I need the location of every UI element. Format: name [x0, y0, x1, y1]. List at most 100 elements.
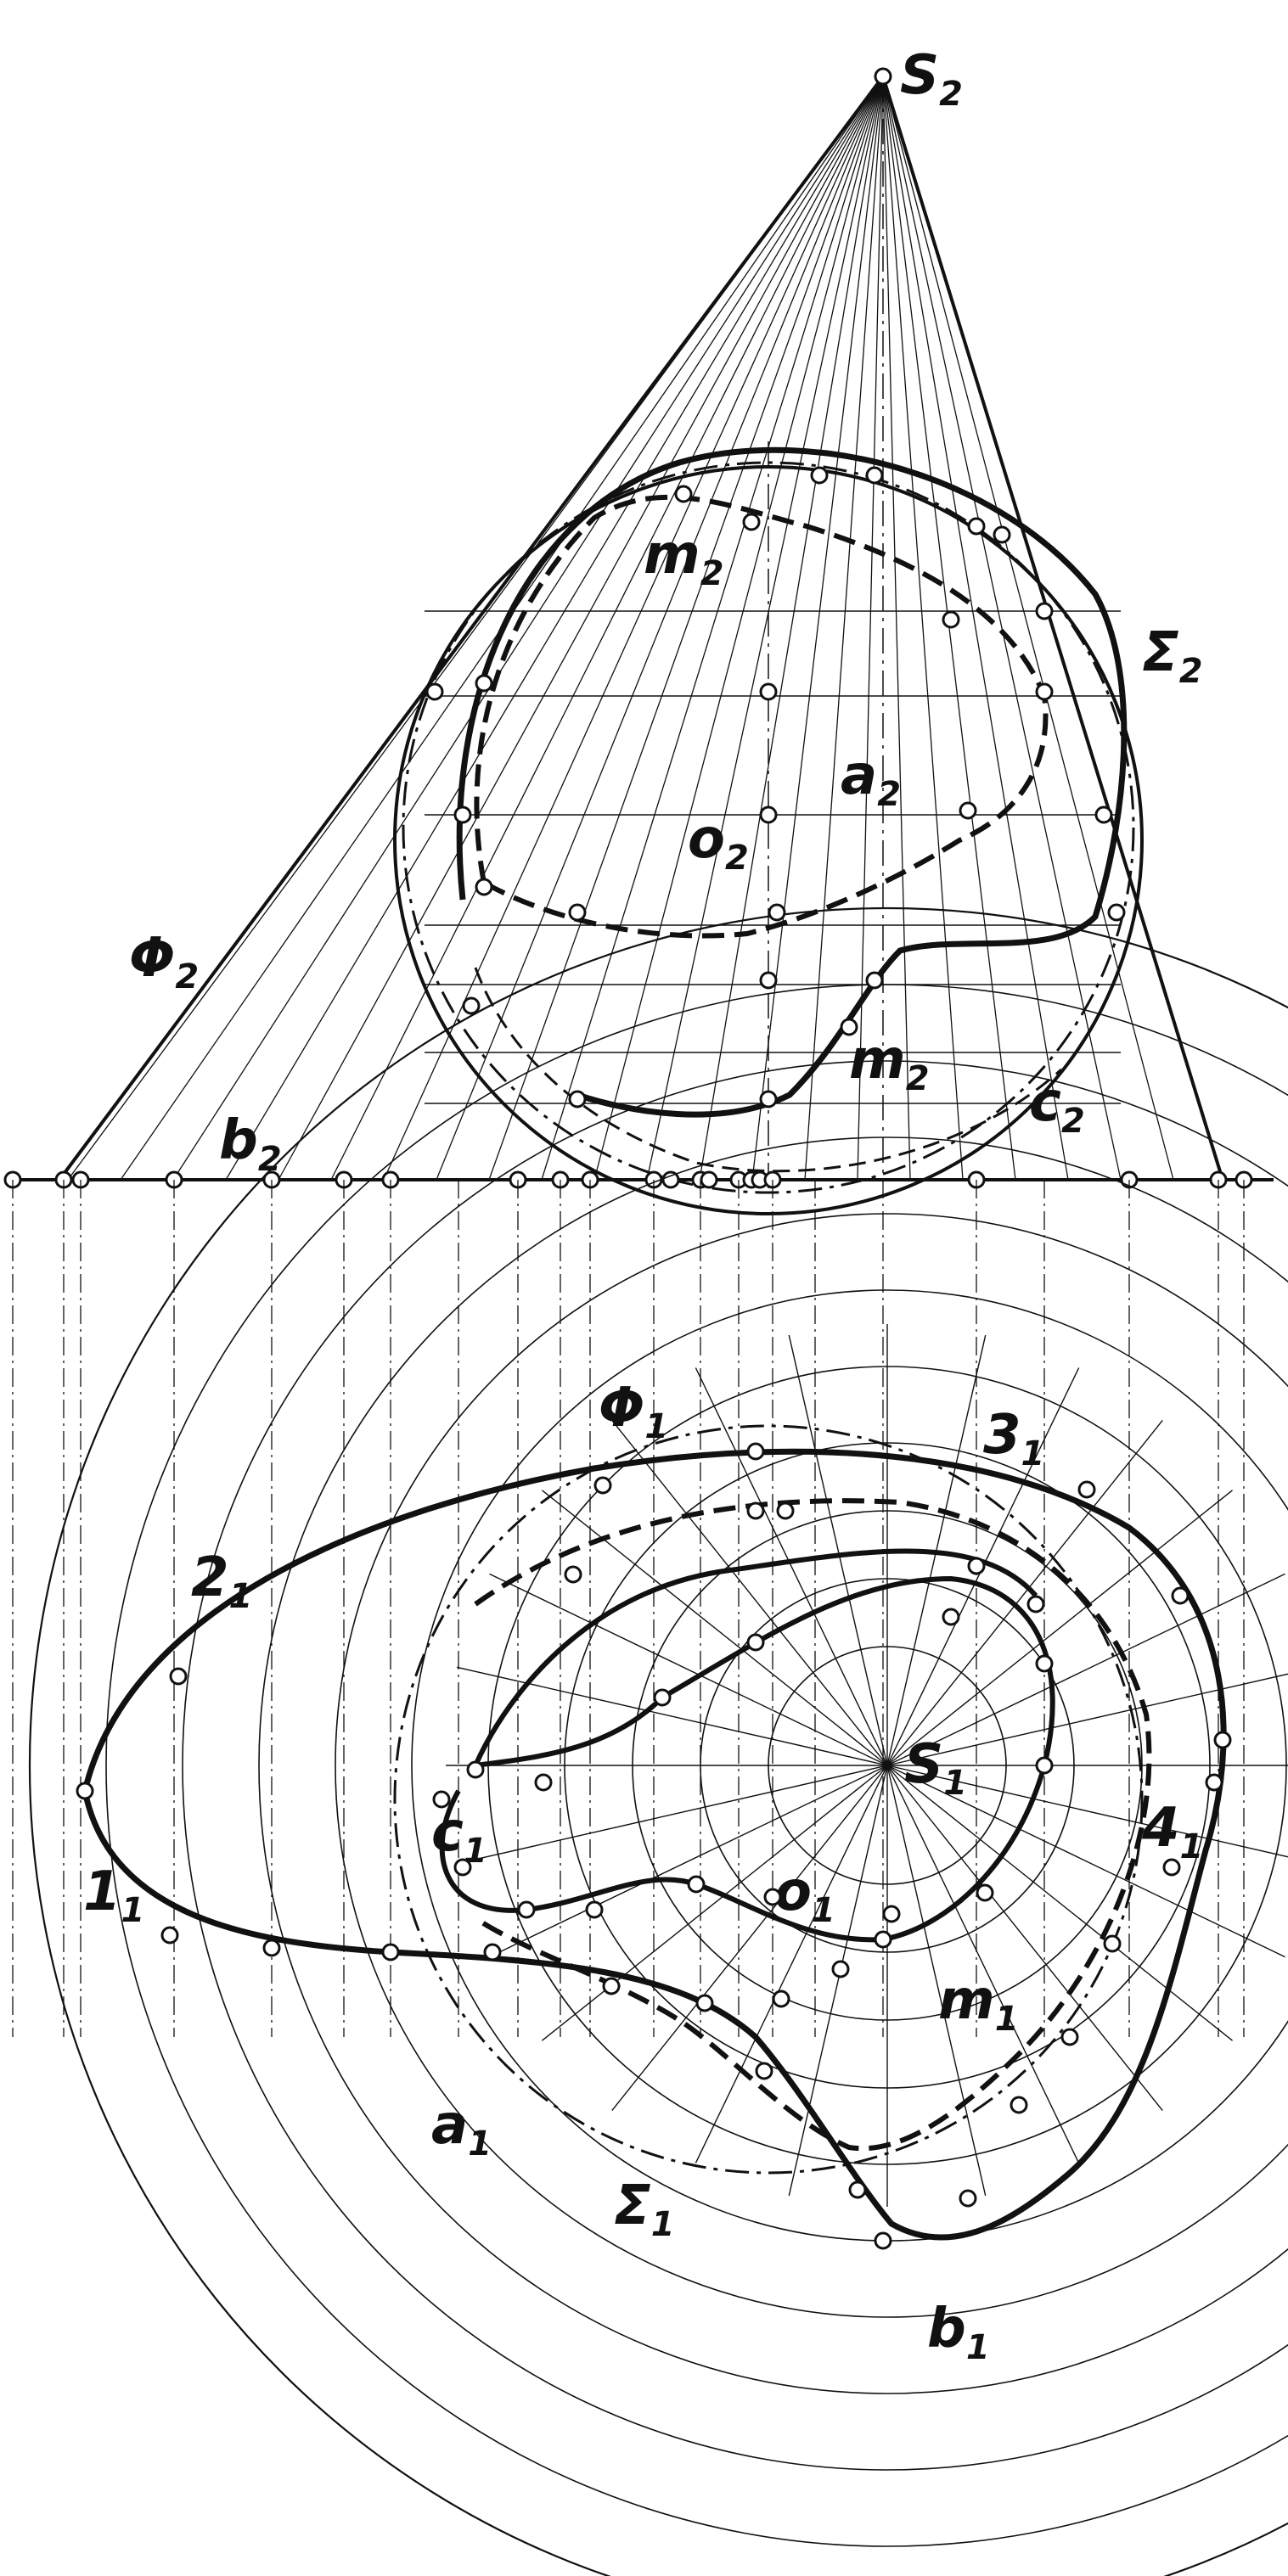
curve-point	[810, 466, 829, 485]
curve-point	[568, 903, 587, 922]
curve-point	[759, 971, 778, 990]
ray-from-S1	[886, 1573, 1285, 1766]
curve-point	[1094, 805, 1113, 824]
curve-point	[942, 610, 960, 629]
top-view-circle	[258, 1136, 1288, 2394]
curve-point	[466, 1760, 485, 1779]
curve-point	[976, 1883, 994, 1902]
label-Sigma2: Σ2	[1142, 621, 1203, 691]
ray-from-S1	[886, 1765, 1080, 2164]
curve-point	[1213, 1731, 1232, 1749]
cone-generator	[225, 76, 884, 1181]
ray-from-S1	[886, 1420, 1163, 1766]
curve-point	[517, 1900, 536, 1919]
cone-generator	[646, 76, 884, 1181]
curve-point	[993, 525, 1011, 544]
projection-lines	[12, 1180, 1245, 2037]
curve-point	[453, 805, 472, 824]
curve-point	[564, 1565, 582, 1584]
label-S2: S2	[900, 44, 963, 114]
cone-generator	[488, 76, 884, 1181]
curve-point	[763, 1888, 782, 1906]
label-a2: a2	[841, 744, 901, 814]
curve-point	[568, 1090, 587, 1108]
curve-point	[840, 1018, 858, 1036]
cone-base-top	[29, 907, 1288, 2576]
curve-point	[1010, 2096, 1028, 2114]
curve-point	[967, 517, 986, 536]
curve-point	[674, 485, 693, 503]
label-a1: a1	[431, 2094, 492, 2164]
curve-point	[262, 1939, 281, 1957]
curve-point	[959, 2189, 977, 2208]
curve-point	[865, 466, 884, 485]
ray-from-S1	[886, 1673, 1288, 1766]
curve-point	[534, 1773, 553, 1792]
curve-point	[1162, 1858, 1181, 1877]
curve-point	[1026, 1595, 1045, 1614]
curve-point	[1060, 2028, 1079, 2046]
ray-from-S1	[788, 1334, 888, 1766]
ray-from-S1	[695, 1765, 888, 2164]
curve-point	[475, 878, 493, 896]
top-view-circle	[105, 984, 1288, 2547]
cone-generator	[172, 76, 884, 1181]
curve-point	[687, 1875, 706, 1894]
label-b2: b2	[219, 1109, 282, 1179]
label-1-1: 11	[83, 1860, 144, 1930]
label-Phi1: Φ1	[599, 1377, 668, 1446]
curve-point	[1077, 1480, 1096, 1499]
curve-point	[432, 1790, 451, 1809]
ray-from-S1	[542, 1490, 888, 1766]
curve-point	[169, 1667, 188, 1686]
cone-generators	[67, 76, 1174, 1181]
curve-point	[746, 1633, 765, 1652]
label-o2: o2	[688, 808, 749, 878]
ray-from-S1	[886, 1765, 1233, 2041]
cone-generator	[882, 76, 1069, 1181]
curve-point	[942, 1608, 960, 1626]
curve-point	[831, 1960, 850, 1978]
label-m2-bottom: m2	[849, 1029, 930, 1098]
labels: S2 Σ2 m2 a2 o2 Φ2 b2 m2 c2 Φ1 31 21 S1 c…	[83, 44, 1203, 2367]
curve-point	[759, 805, 778, 824]
curve-point	[602, 1977, 621, 1995]
label-Sigma1: Σ1	[614, 2175, 675, 2244]
label-o1: o1	[774, 1860, 835, 1930]
curve-point	[160, 1926, 179, 1945]
curve-point	[1035, 602, 1054, 620]
rays-from-S1	[446, 1324, 1288, 2207]
sphere-outline-top-dashdot	[393, 1424, 1144, 2175]
ray-from-S1	[886, 1490, 1233, 1766]
curve-point	[593, 1476, 612, 1495]
label-m1: m1	[938, 1969, 1019, 2039]
curve-point	[453, 1858, 472, 1877]
curve-point	[1035, 682, 1054, 701]
ray-from-S1	[886, 1765, 1285, 1958]
curve-point	[1035, 1654, 1054, 1673]
curve-point	[1103, 1934, 1122, 1953]
ray-from-S1	[886, 1765, 987, 2197]
ray-from-S1	[611, 1420, 888, 1766]
intersection-curve-inner-top	[439, 1548, 1055, 1943]
curve-point	[882, 1905, 901, 1923]
label-b1: b1	[927, 2298, 990, 2367]
ray-from-S1	[788, 1765, 888, 2197]
curve-point	[874, 2231, 892, 2250]
curve-point	[742, 513, 761, 531]
ray-from-S1	[489, 1573, 888, 1766]
cone-generator	[330, 76, 884, 1181]
curve-point	[874, 1930, 892, 1949]
sphere-front-view	[393, 441, 1144, 1215]
curve-point	[585, 1900, 604, 1919]
ray-from-S1	[886, 1765, 1288, 1858]
top-view-circle	[335, 1213, 1288, 2318]
curve-point	[776, 1501, 795, 1520]
curve-point	[959, 801, 977, 820]
curve-point	[746, 1501, 765, 1520]
top-view	[29, 907, 1288, 2576]
ray-from-S1	[542, 1765, 888, 2041]
curve-point	[874, 67, 892, 86]
ray-from-S1	[695, 1367, 888, 1766]
ray-from-S1	[886, 1765, 1163, 2111]
